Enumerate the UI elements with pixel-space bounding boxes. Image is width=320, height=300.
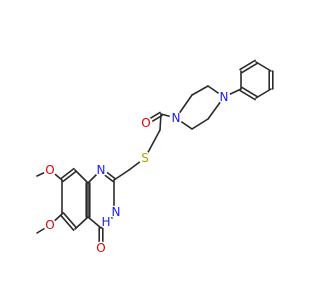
atom-label-o-methoxy-6: O — [45, 218, 54, 232]
atom-label-o-quinazolinone: O — [96, 241, 105, 255]
atom-label-background — [109, 205, 123, 219]
atom-label-n-piperazine-aryl: N — [220, 90, 229, 104]
atom-label-background — [43, 218, 57, 232]
bond-C4a-C4 — [87, 216, 102, 229]
bond-C6-C5-double — [59, 214, 75, 231]
bond-C5-C4a — [74, 216, 89, 230]
bond-C8-C7-double — [62, 170, 77, 183]
bond-ph6-ph1-double — [241, 62, 258, 74]
bond-ph1-ph2 — [255, 61, 272, 72]
bond-C8-C7-double — [60, 167, 75, 180]
atom-label-background — [139, 116, 153, 130]
atom-label-o-methoxy-7: O — [45, 163, 54, 177]
atom-label-background — [169, 111, 183, 125]
bond-C6-C5-double — [62, 212, 78, 229]
bond-pc-pd — [191, 118, 209, 130]
atom-label-background — [217, 90, 231, 104]
atom-label-n-piperazine-amide: N — [172, 111, 181, 125]
bond-C8a-C8 — [74, 169, 89, 184]
bond-ph4-ph5-double — [241, 86, 258, 98]
atom-label-n-quinazoline-1: N — [97, 163, 106, 177]
atom-label-background — [94, 163, 108, 177]
bond-pa-pb — [191, 85, 209, 96]
bond-ph4-ph5-double — [239, 89, 256, 101]
bond-ph6-ph1-double — [239, 59, 256, 71]
atom-label-n-quinazoline-3: N — [112, 205, 121, 219]
bond-layer — [36, 59, 274, 249]
bond-ph3-ph4 — [255, 88, 272, 99]
atom-label-background — [43, 163, 57, 177]
atom-label-s-thioether: S — [141, 151, 149, 165]
bond-CH2b-C2 — [113, 169, 130, 181]
atom-label-background — [94, 241, 108, 255]
atom-label-background — [138, 151, 152, 165]
atom-label-background — [99, 215, 113, 229]
bond-Ck-CH2a — [159, 113, 162, 131]
atom-label-h-quinazoline-3: H — [101, 215, 110, 229]
atom-label-o-ketone: O — [141, 116, 150, 130]
